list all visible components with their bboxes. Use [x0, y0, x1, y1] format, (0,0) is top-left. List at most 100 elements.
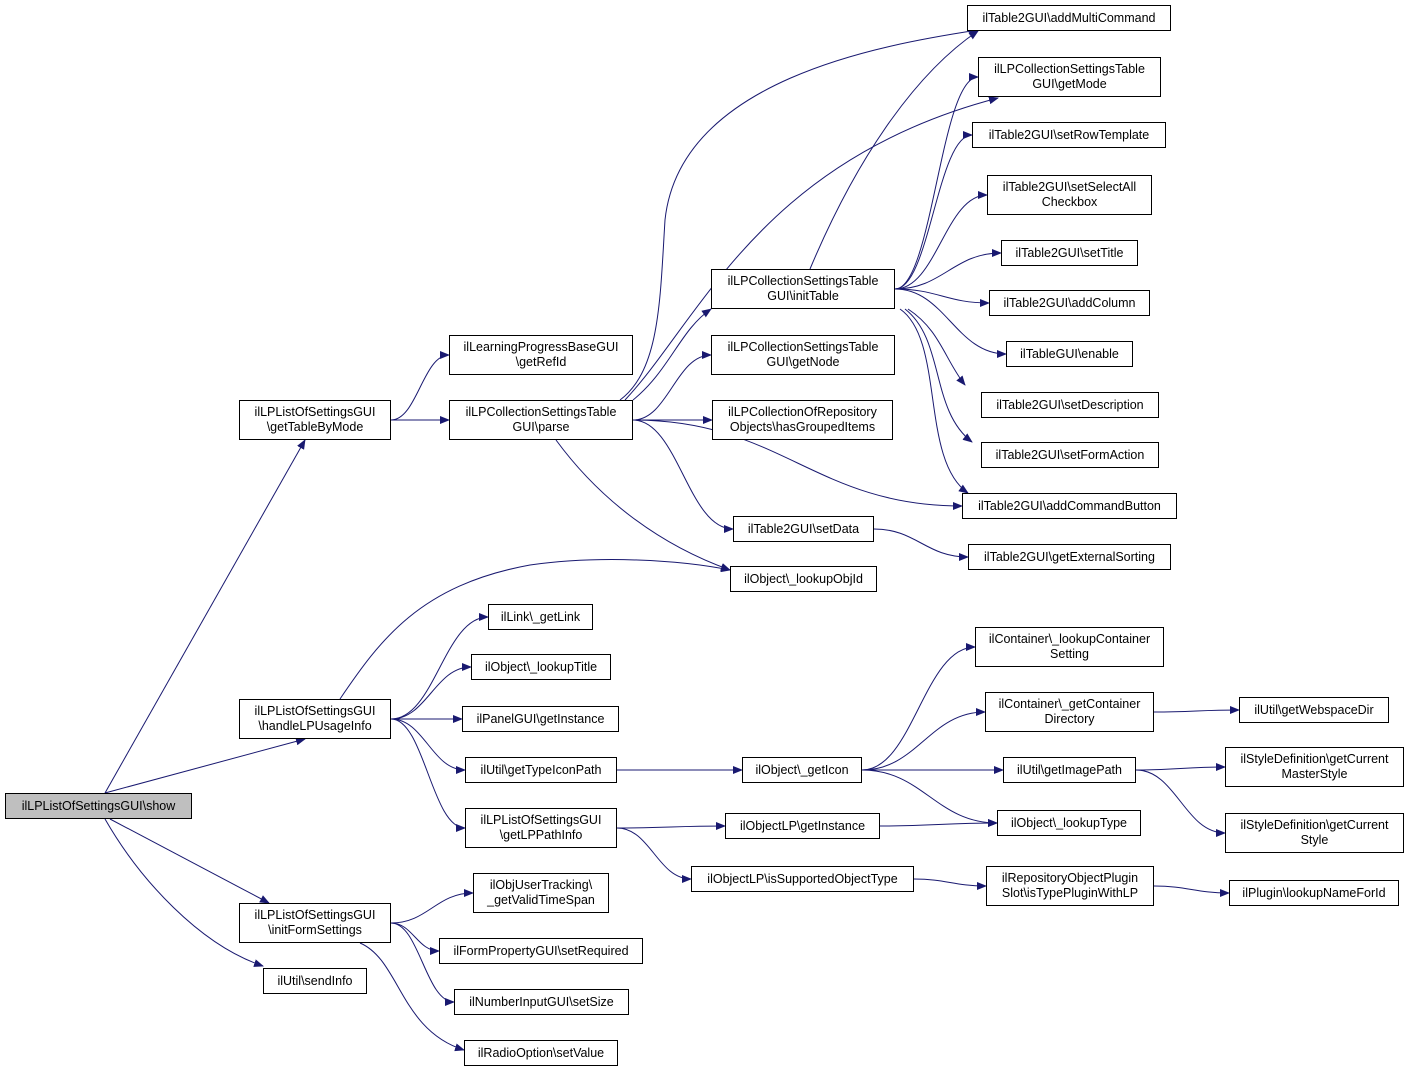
- node-label-line: ilRepositoryObjectPlugin: [1001, 871, 1139, 885]
- node-set-form-action[interactable]: ilTable2GUI\setFormAction: [981, 442, 1159, 468]
- edge-handleLPUsageInfo-to-getLPPathInfo: [390, 718, 466, 832]
- node-label-line: ilLPCollectionSettingsTable: [994, 62, 1145, 76]
- node-label-line: ilObjUserTracking\: [489, 878, 593, 892]
- node-label-line: ilRadioOption\setValue: [477, 1045, 605, 1060]
- node-add-multi-command[interactable]: ilTable2GUI\addMultiCommand: [967, 5, 1171, 31]
- node-set-value[interactable]: ilRadioOption\setValue: [464, 1040, 618, 1066]
- node-set-size[interactable]: ilNumberInputGUI\setSize: [454, 989, 629, 1015]
- node-get-external-sorting[interactable]: ilTable2GUI\getExternalSorting: [968, 544, 1171, 570]
- node-label-line: ilLPListOfSettingsGUI: [254, 405, 376, 419]
- node-label-line: ilFormPropertyGUI\setRequired: [453, 943, 629, 958]
- node-enable[interactable]: ilTableGUI\enable: [1006, 341, 1133, 367]
- node-label-line: ilTable2GUI\setFormAction: [995, 447, 1145, 462]
- node-label-line: \getRefId: [515, 355, 567, 369]
- edge-getLPPathInfo-to-objectLPGetInstance: [616, 822, 726, 831]
- node-label-line: ilContainer\_getContainer: [998, 697, 1141, 711]
- node-set-title[interactable]: ilTable2GUI\setTitle: [1001, 240, 1138, 266]
- node-get-table-by-mode[interactable]: ilLPListOfSettingsGUI\getTableByMode: [239, 400, 391, 440]
- node-label-line: Setting: [1050, 647, 1089, 661]
- node-get-webspace-dir[interactable]: ilUtil\getWebspaceDir: [1239, 697, 1389, 723]
- node-label-line: ilUtil\getTypeIconPath: [480, 762, 602, 777]
- node-lookup-title[interactable]: ilObject\_lookupTitle: [471, 654, 611, 680]
- node-label-line: Checkbox: [1041, 195, 1098, 209]
- edge-initTable-to-setSelectAllCheckbox: [894, 191, 988, 290]
- node-set-data[interactable]: ilTable2GUI\setData: [733, 516, 874, 542]
- node-label-line: ilObject\_lookupType: [1010, 815, 1128, 830]
- node-label-line: ilTable2GUI\addColumn: [1003, 295, 1136, 310]
- node-lookup-obj-id[interactable]: ilObject\_lookupObjId: [730, 566, 877, 592]
- node-get-lppath-info[interactable]: ilLPListOfSettingsGUI\getLPPathInfo: [465, 808, 617, 848]
- node-label-line: ilPlugin\lookupNameForId: [1242, 885, 1386, 900]
- edge-initFormSettings-to-getValidTimeSpan: [390, 889, 474, 924]
- node-label-line: ilUtil\getWebspaceDir: [1254, 702, 1374, 717]
- node-show[interactable]: ilLPListOfSettingsGUI\show: [5, 793, 192, 819]
- edge-objectLPGetInstance-to-lookupType: [879, 819, 998, 828]
- node-label-line: \getTableByMode: [266, 420, 364, 434]
- node-get-link[interactable]: ilLink\_getLink: [488, 604, 593, 630]
- node-init-form-settings[interactable]: ilLPListOfSettingsGUI\initFormSettings: [239, 903, 391, 943]
- node-label-line: ilUtil\sendInfo: [277, 973, 353, 988]
- node-label-line: ilTable2GUI\getExternalSorting: [984, 549, 1155, 564]
- node-label-line: ilNumberInputGUI\setSize: [469, 994, 614, 1009]
- node-label-line: ilLearningProgressBaseGUI: [463, 340, 619, 354]
- node-set-required[interactable]: ilFormPropertyGUI\setRequired: [439, 938, 643, 964]
- edge-initTable-to-setRowTemplate: [894, 131, 973, 290]
- node-label-line: ilTable2GUI\addMultiCommand: [982, 10, 1156, 25]
- edge-getIcon-to-getContainerDirectory: [861, 708, 986, 771]
- edge-parse-to-getMode: [624, 96, 999, 401]
- edge-parse-to-initTable: [632, 308, 712, 401]
- edge-initTable-to-setDescription: [907, 308, 966, 386]
- edge-parse-to-setData: [632, 419, 734, 533]
- node-get-icon[interactable]: ilObject\_getIcon: [742, 757, 862, 783]
- node-object-lpget-instance[interactable]: ilObjectLP\getInstance: [725, 813, 880, 839]
- node-add-column[interactable]: ilTable2GUI\addColumn: [989, 290, 1150, 316]
- edge-isTypePluginWithLP-to-lookupNameForId: [1153, 885, 1230, 897]
- node-label-line: ilTable2GUI\setSelectAll: [1002, 180, 1137, 194]
- node-panel-get-instance[interactable]: ilPanelGUI\getInstance: [462, 706, 619, 732]
- edge-initFormSettings-to-setValue: [359, 942, 465, 1052]
- node-handle-lpusage-info[interactable]: ilLPListOfSettingsGUI\handleLPUsageInfo: [239, 699, 391, 739]
- edge-show-to-sendInfo: [104, 818, 264, 967]
- node-get-ref-id[interactable]: ilLearningProgressBaseGUI\getRefId: [449, 335, 633, 375]
- edge-parse-to-lookupObjId: [555, 439, 731, 571]
- node-label-line: Directory: [1044, 712, 1095, 726]
- node-label-line: Style: [1300, 833, 1329, 847]
- node-label-line: ilObject\_lookupObjId: [744, 571, 863, 586]
- node-set-row-template[interactable]: ilTable2GUI\setRowTemplate: [972, 122, 1166, 148]
- edge-initTable-to-addColumn: [894, 288, 990, 307]
- node-get-type-icon-path[interactable]: ilUtil\getTypeIconPath: [465, 757, 617, 783]
- node-label-line: MasterStyle: [1281, 767, 1348, 781]
- node-label-line: \initFormSettings: [268, 923, 362, 937]
- node-label-line: ilTable2GUI\setTitle: [1015, 245, 1124, 260]
- node-label-line: ilObjectLP\getInstance: [739, 818, 866, 833]
- node-get-image-path[interactable]: ilUtil\getImagePath: [1003, 757, 1136, 783]
- node-lookup-name-for-id[interactable]: ilPlugin\lookupNameForId: [1229, 880, 1399, 906]
- edge-handleLPUsageInfo-to-lookupObjId: [339, 559, 731, 700]
- node-label-line: ilTableGUI\enable: [1020, 346, 1119, 361]
- node-lookup-type[interactable]: ilObject\_lookupType: [997, 810, 1141, 836]
- node-label-line: ilUtil\getImagePath: [1017, 762, 1122, 777]
- node-label-line: ilStyleDefinition\getCurrent: [1240, 752, 1389, 766]
- node-label-line: ilTable2GUI\addCommandButton: [978, 498, 1161, 513]
- node-add-command-button[interactable]: ilTable2GUI\addCommandButton: [962, 493, 1177, 519]
- node-get-valid-time-span[interactable]: ilObjUserTracking\_getValidTimeSpan: [473, 873, 609, 913]
- node-label-line: ilLPListOfSettingsGUI: [254, 704, 376, 718]
- node-is-supported-object-type[interactable]: ilObjectLP\isSupportedObjectType: [691, 866, 914, 892]
- node-label-line: ilLPListOfSettingsGUI: [254, 908, 376, 922]
- node-send-info[interactable]: ilUtil\sendInfo: [263, 968, 367, 994]
- node-set-description[interactable]: ilTable2GUI\setDescription: [981, 392, 1159, 418]
- node-label-line: GUI\getMode: [1032, 77, 1107, 91]
- node-label-line: ilLPCollectionSettingsTable: [727, 274, 879, 288]
